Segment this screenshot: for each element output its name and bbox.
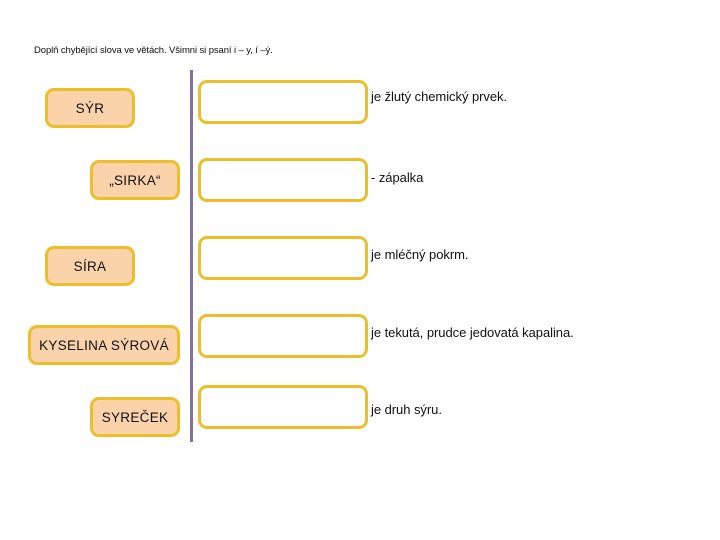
sentence-1: je žlutý chemický prvek. xyxy=(371,89,508,104)
word-chip-label: „SIRKA“ xyxy=(109,172,161,188)
word-chip-syr[interactable]: SÝR xyxy=(45,88,135,128)
word-chip-syrecek[interactable]: SYREČEK xyxy=(90,397,180,437)
sentence-2: - zápalka xyxy=(371,170,424,185)
word-chip-sirka[interactable]: „SIRKA“ xyxy=(90,160,180,200)
sentence-4: je tekutá, prudce jedovatá kapalina. xyxy=(371,325,574,340)
sentence-3: je mléčný pokrm. xyxy=(371,247,469,262)
answer-box-5[interactable] xyxy=(198,385,368,429)
sentence-5: je druh sýru. xyxy=(371,402,442,417)
word-chip-label: SÍRA xyxy=(73,258,107,274)
answer-box-2[interactable] xyxy=(198,158,368,202)
answer-box-3[interactable] xyxy=(198,236,368,280)
instruction-text: Doplň chybějící slova ve větách. Všimni … xyxy=(34,45,273,56)
vertical-divider xyxy=(190,70,193,442)
word-chip-label: SYREČEK xyxy=(101,409,169,425)
word-chip-sira[interactable]: SÍRA xyxy=(45,246,135,286)
word-chip-label: KYSELINA SÝROVÁ xyxy=(39,337,169,353)
answer-box-4[interactable] xyxy=(198,314,368,358)
answer-box-1[interactable] xyxy=(198,80,368,124)
word-chip-label: SÝR xyxy=(75,100,105,116)
word-chip-kyselina-syrova[interactable]: KYSELINA SÝROVÁ xyxy=(28,325,180,365)
